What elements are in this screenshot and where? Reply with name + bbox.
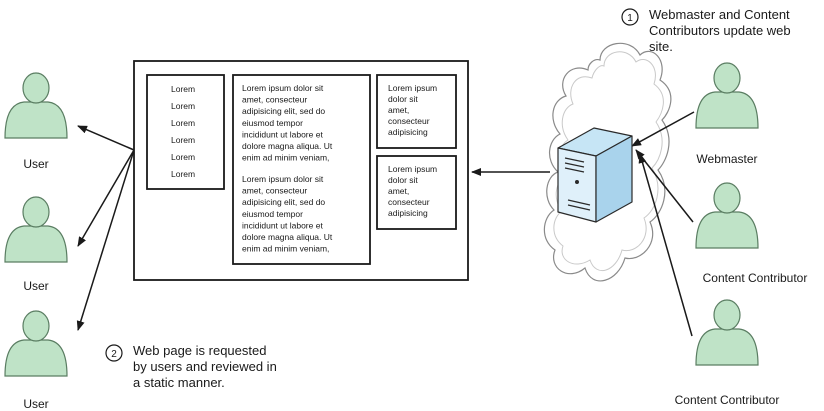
step-2-line-2: by users and reviewed in [133, 359, 277, 374]
user-3: User [4, 310, 68, 411]
step-2-note: 2 Web page is requested by users and rev… [105, 343, 280, 390]
step-1-line-1: Webmaster and Content [649, 7, 790, 22]
nav-item: Lorem [171, 118, 195, 128]
svg-text:Web page is requested by: Web page is requested by users and revie… [133, 343, 280, 390]
side-box-line: amet, [388, 105, 409, 115]
content-contributor-2: Content Contributor [675, 299, 780, 407]
step-1-badge [621, 8, 639, 26]
main-text-line: incididunt ut labore et [242, 220, 323, 230]
user-1-label: User [23, 157, 48, 171]
arrow-to-user-3 [76, 149, 135, 331]
person-icon [695, 62, 759, 129]
side-box-line: consecteur [388, 116, 430, 126]
step-1-line-2: Contributors update web [649, 23, 791, 38]
side-box-line: adipisicing [388, 208, 428, 218]
main-text-line: enim ad minim veniam, [242, 153, 329, 163]
user-2-label: User [23, 279, 48, 293]
side-box-line: Lorem ipsum [388, 83, 437, 93]
step-2-number: 2 [111, 349, 117, 360]
main-text-line: eiusmod tempor [242, 118, 303, 128]
main-text-line: dolore magna aliqua. Ut [242, 232, 333, 242]
user-2: User [4, 196, 68, 293]
main-text-line: enim ad minim veniam, [242, 244, 329, 254]
connector-arrows [76, 111, 695, 337]
webmaster-label: Webmaster [696, 152, 757, 166]
nav-item: Lorem [171, 101, 195, 111]
content-contributor-1: Content Contributor [695, 182, 808, 285]
person-icon [4, 196, 68, 263]
main-text-line: adipisicing elit, sed do [242, 106, 325, 116]
step-2-badge [105, 344, 123, 362]
side-box-line: amet, [388, 186, 409, 196]
person-icon [4, 310, 68, 377]
svg-text:Webmaster and Content Co: Webmaster and Content Contributors updat… [649, 7, 794, 54]
nav-item: Lorem [171, 135, 195, 145]
side-box-line: dolor sit [388, 94, 418, 104]
arrow-contributor-2-to-server [638, 153, 693, 337]
server-icon [557, 127, 633, 223]
step-1-line-3: site. [649, 39, 673, 54]
main-text-line: eiusmod tempor [242, 209, 303, 219]
person-icon [4, 72, 68, 139]
main-text-line: Lorem ipsum dolor sit [242, 174, 324, 184]
step-2-line-3: a static manner. [133, 375, 225, 390]
main-text-line: adipisicing elit, sed do [242, 197, 325, 207]
side-box-line: dolor sit [388, 175, 418, 185]
arrow-to-user-2 [77, 149, 135, 247]
arrow-webmaster-to-server [631, 111, 695, 147]
main-text-line: incididunt ut labore et [242, 129, 323, 139]
side-box-line: Lorem ipsum [388, 164, 437, 174]
side-box-1 [376, 74, 457, 149]
nav-item: Lorem [171, 169, 195, 179]
side-box-2 [376, 155, 457, 230]
main-column [232, 74, 371, 265]
content-contributor-1-label: Content Contributor [703, 271, 808, 285]
main-text-line: Lorem ipsum dolor sit [242, 83, 324, 93]
webmaster: Webmaster [695, 62, 759, 166]
person-icon [695, 299, 759, 366]
nav-column [146, 74, 225, 190]
side-box-line: consecteur [388, 197, 430, 207]
step-2-line-1: Web page is requested [133, 343, 266, 358]
person-icon [695, 182, 759, 249]
main-text-line: amet, consecteur [242, 186, 307, 196]
arrow-to-user-1 [77, 125, 135, 151]
user-1: User [4, 72, 68, 171]
user-3-label: User [23, 397, 48, 411]
side-box-line: adipisicing [388, 127, 428, 137]
nav-item: Lorem [171, 84, 195, 94]
main-text-line: amet, consecteur [242, 95, 307, 105]
step-1-number: 1 [627, 13, 633, 24]
main-text-line: dolore magna aliqua. Ut [242, 141, 333, 151]
content-contributor-2-label: Content Contributor [675, 393, 780, 407]
nav-item: Lorem [171, 152, 195, 162]
step-1-note: 1 Webmaster and Content Contributors upd… [621, 7, 794, 54]
